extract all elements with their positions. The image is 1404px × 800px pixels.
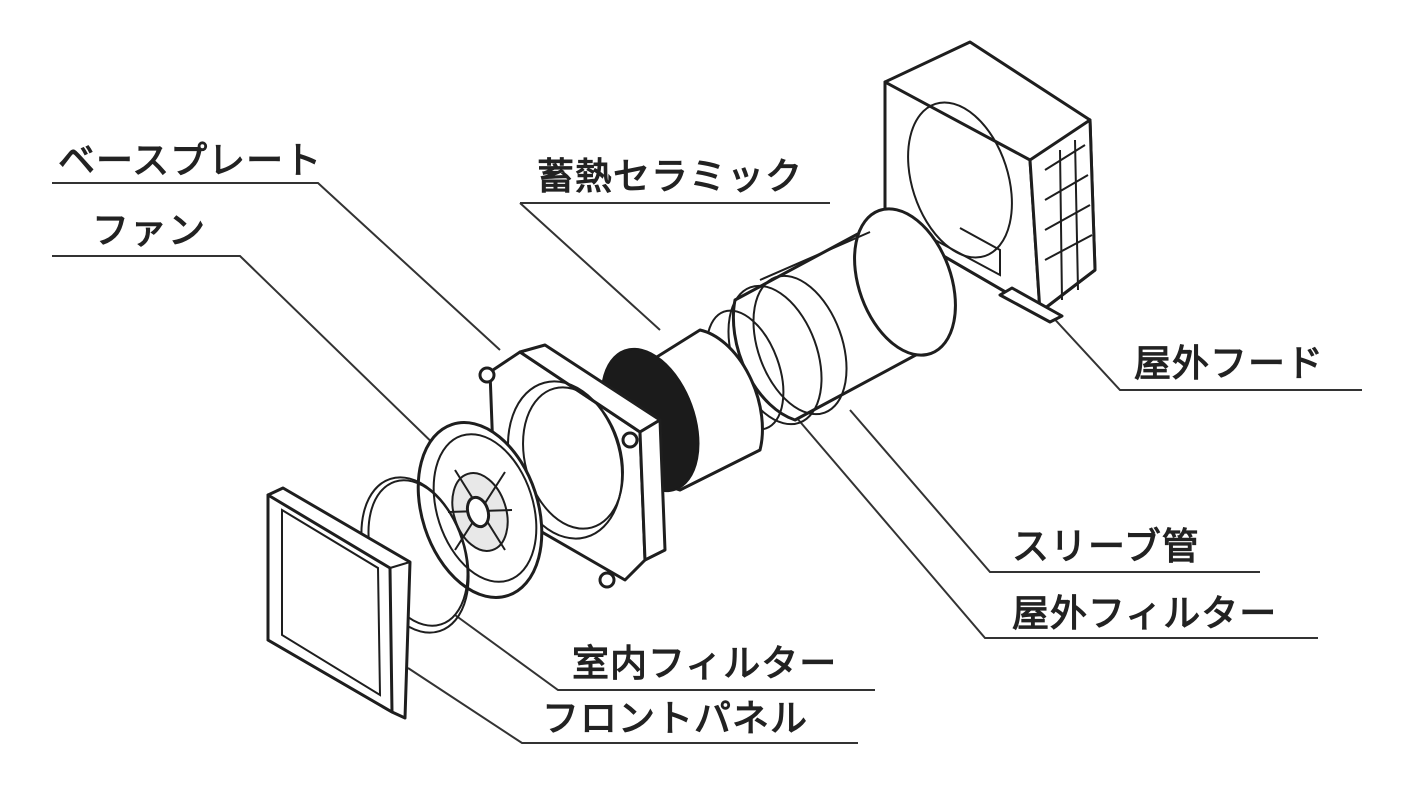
label-base-plate: ベースプレート (58, 139, 323, 182)
label-sleeve-pipe: スリーブ管 (1012, 525, 1200, 568)
label-thermal-ceramic: 蓄熱セラミック (537, 155, 803, 198)
label-outdoor-hood: 屋外フード (1134, 342, 1324, 385)
leader-fan (52, 255, 446, 456)
label-outdoor-filter: 屋外フィルター (1012, 592, 1278, 635)
sleeve-pipe-part (727, 207, 957, 426)
leader-thermal-ceramic (519, 202, 830, 331)
leader-indoor-filter (454, 614, 875, 691)
leader-outdoor-filter (789, 409, 1318, 639)
label-front-panel: フロントパネル (542, 697, 808, 740)
fan-part (416, 421, 544, 599)
leader-base-plate (52, 182, 501, 351)
front-panel-part (266, 486, 412, 720)
leader-front-panel (407, 667, 858, 744)
label-indoor-filter: 室内フィルター (572, 642, 838, 685)
leader-sleeve-pipe (849, 409, 1260, 573)
label-fan: ファン (92, 209, 206, 252)
